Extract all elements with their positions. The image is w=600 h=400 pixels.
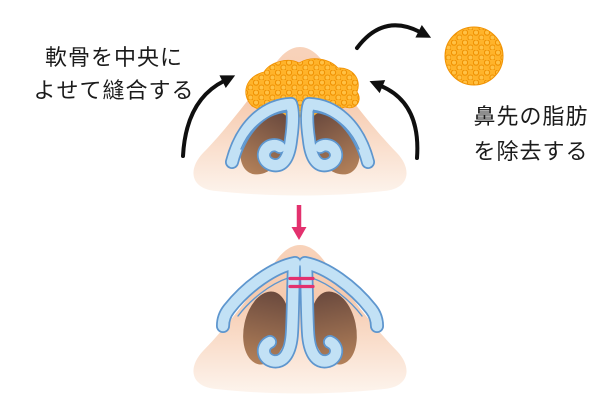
cartilage-right-wing	[299, 257, 383, 332]
cartilage-right-fold-line	[311, 277, 363, 317]
suture-marks	[288, 276, 315, 289]
caption-line: 軟骨を中央に	[44, 45, 183, 70]
curved-arrow-left	[181, 75, 236, 158]
cartilage-left-fold-line	[240, 111, 288, 150]
caption-line: 鼻先の脂肪	[473, 104, 589, 129]
pink-down-arrow	[291, 205, 307, 240]
caption-suture-cartilage: 軟骨を中央に よせて縫合する	[16, 41, 212, 107]
cartilage-right-limb	[300, 259, 342, 367]
curved-arrow-to-fat	[355, 23, 432, 50]
cartilage-left	[226, 98, 299, 171]
cartilage-left-wing	[217, 257, 301, 332]
nose-after-illustration	[193, 245, 407, 394]
caption-remove-fat: 鼻先の脂肪 を除去する	[462, 99, 600, 169]
cartilage-left-fold-line	[237, 277, 289, 317]
caption-line: よせて縫合する	[33, 78, 195, 103]
removed-fat-circle	[444, 26, 504, 86]
nose-before-illustration	[193, 47, 407, 196]
cartilage-right-fold-line	[312, 111, 360, 150]
nostril-right	[311, 291, 357, 365]
cartilage-left-limb	[258, 259, 300, 367]
cartilage-right	[301, 98, 374, 171]
curved-arrow-right	[369, 80, 420, 160]
caption-line: を除去する	[473, 139, 589, 164]
nostril-left	[243, 291, 289, 365]
